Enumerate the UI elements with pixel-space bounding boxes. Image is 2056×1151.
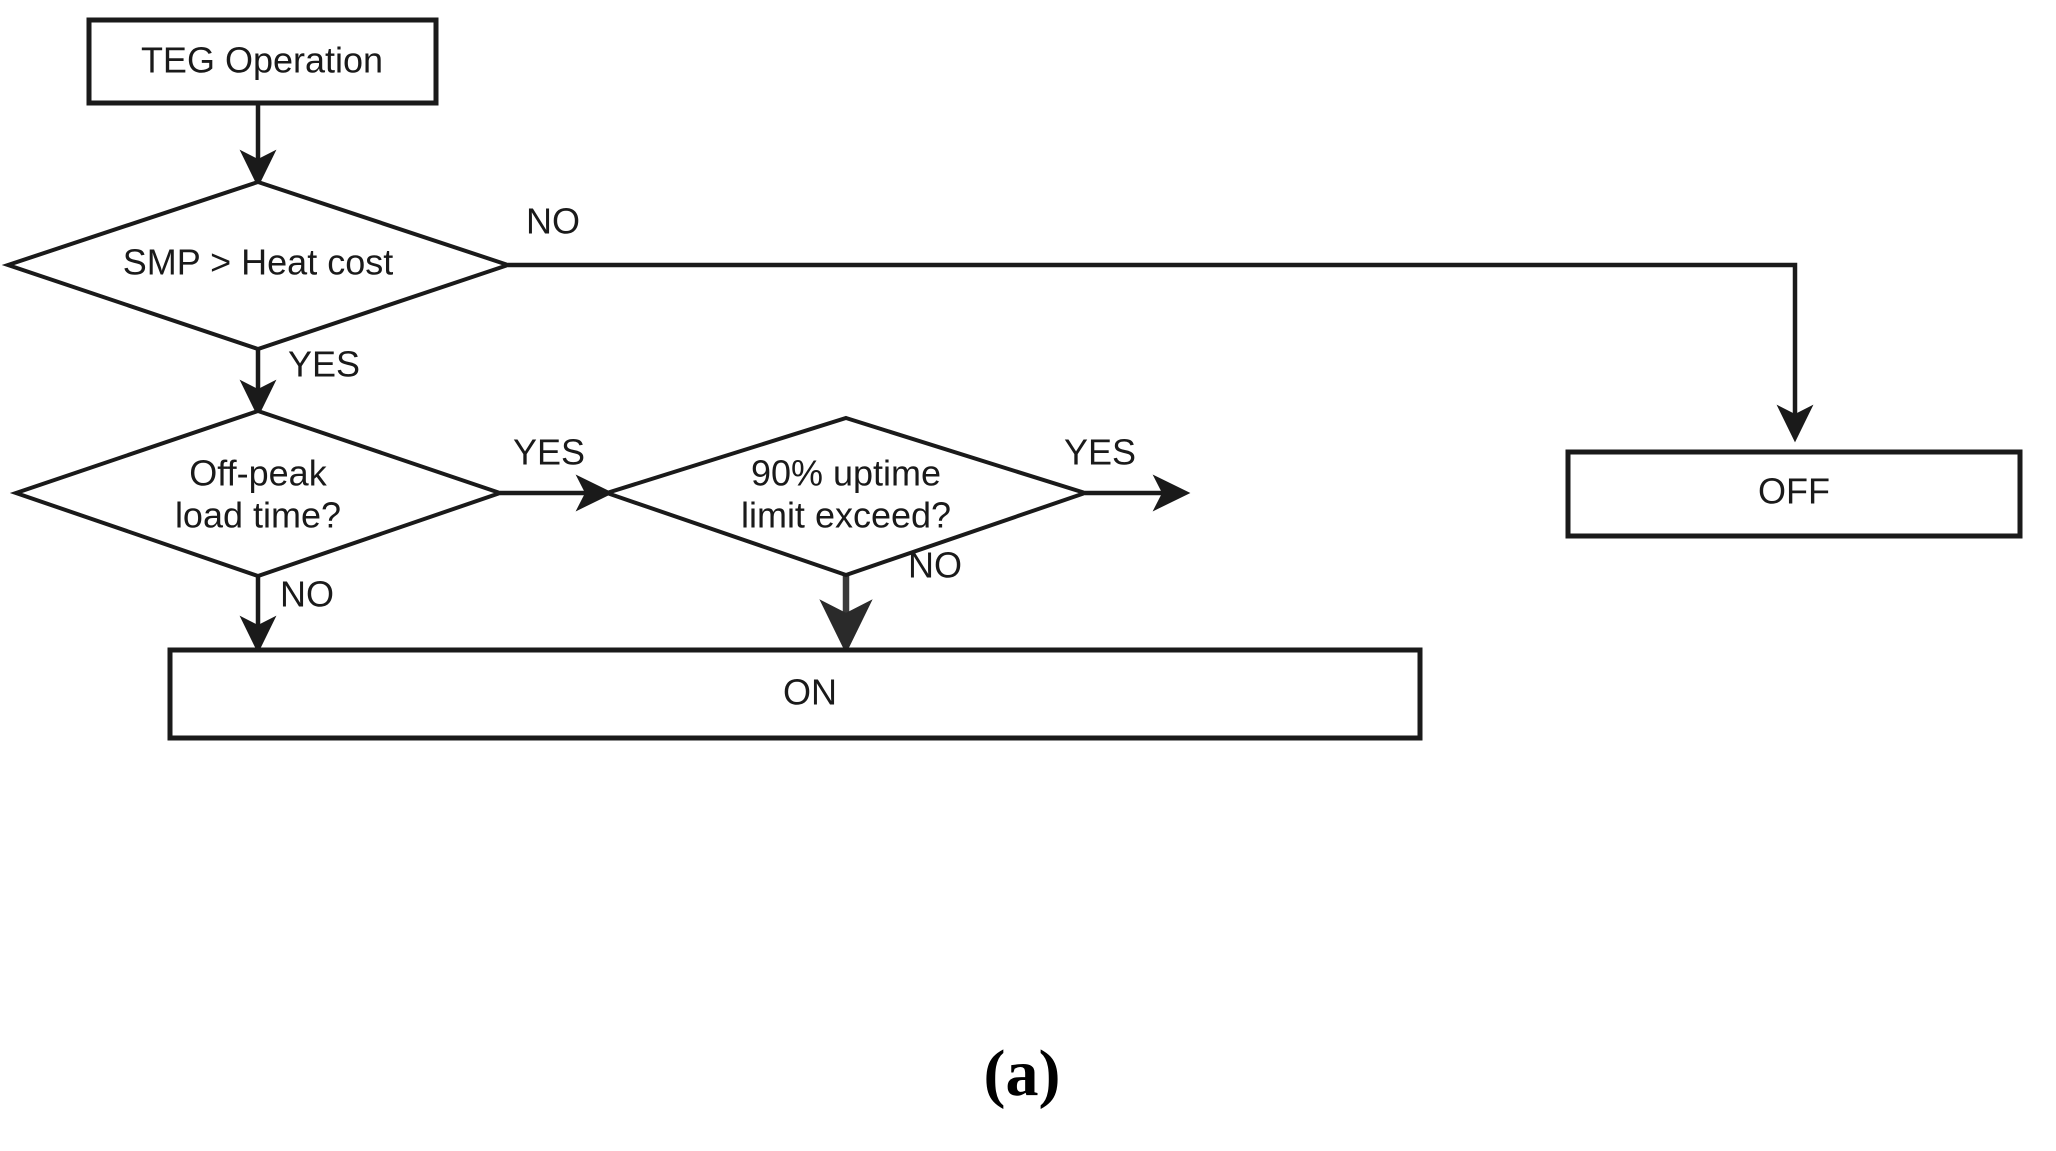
edge-label-offpeak-no: NO — [280, 574, 334, 615]
edge-label-smp-yes: YES — [288, 344, 360, 385]
node-smp-heat-cost-label: SMP > Heat cost — [123, 242, 393, 283]
node-teg-operation-label: TEG Operation — [141, 40, 383, 81]
node-uptime-limit — [600, 415, 1092, 578]
figure-caption: (a) — [984, 1037, 1061, 1110]
node-smp-heat-cost — [1, 179, 515, 352]
node-teg-operation — [86, 17, 439, 106]
node-off-peak-load-time — [9, 408, 507, 579]
edge-label-uptime-yes: YES — [1064, 432, 1136, 473]
node-on — [167, 647, 1423, 741]
node-uptime-limit-label-line2: limit exceed? — [741, 495, 951, 536]
node-off-peak-load-time-label-line1: Off-peak — [189, 453, 327, 494]
edge-label-offpeak-yes: YES — [513, 432, 585, 473]
edge-label-smp-no: NO — [526, 201, 580, 242]
node-uptime-limit-label-line1: 90% uptime — [751, 453, 941, 494]
node-on-label: ON — [783, 672, 837, 713]
edge-smp-no — [508, 262, 1814, 443]
node-off-peak-load-time-label-line2: load time? — [175, 495, 341, 536]
edge-label-uptime-no: NO — [908, 545, 962, 586]
node-off-label: OFF — [1758, 471, 1830, 512]
node-off — [1565, 449, 2023, 539]
